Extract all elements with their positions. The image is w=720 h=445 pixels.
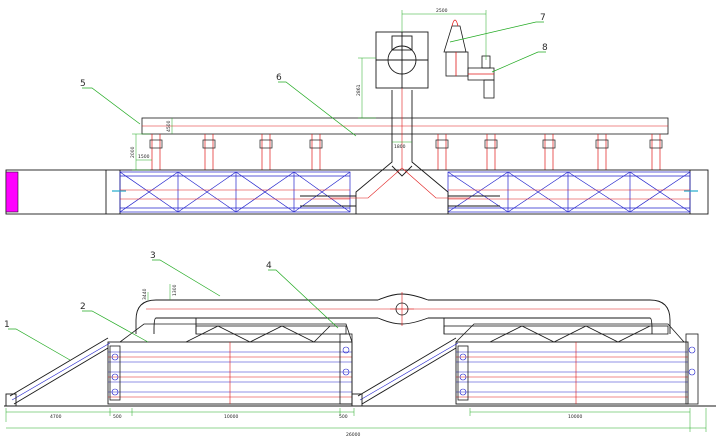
dim-column-height: 2000 bbox=[130, 146, 136, 158]
dim-dryer-length-left: 10000 bbox=[224, 414, 238, 420]
callout-leaders bbox=[8, 21, 546, 361]
dim-fan-height: 2861 bbox=[356, 84, 362, 96]
top-inlet-fabric bbox=[5, 171, 19, 213]
top-header-columns bbox=[151, 134, 661, 170]
dim-gap-mid: 500 bbox=[339, 414, 348, 420]
dim-duct-diameter: 1800 bbox=[394, 144, 406, 150]
top-column-caps bbox=[149, 139, 663, 149]
bottom-hoods bbox=[119, 323, 685, 343]
callout-7: 7 bbox=[540, 13, 546, 23]
top-riser-centreline bbox=[330, 88, 470, 199]
callout-2: 2 bbox=[80, 302, 86, 312]
dim-header-height: 4500 bbox=[166, 120, 172, 132]
callout-6: 6 bbox=[276, 73, 282, 83]
bottom-dryer-rollers bbox=[111, 346, 696, 396]
bottom-dryer-right bbox=[455, 341, 689, 405]
feed-conveyor-right bbox=[351, 337, 459, 407]
top-dryer-trusses bbox=[119, 171, 691, 213]
fan-drive-shaft bbox=[467, 55, 495, 99]
dim-feed-length: 4700 bbox=[50, 414, 62, 420]
top-dryer-body bbox=[5, 169, 709, 215]
dim-dryer-length-right: 10000 bbox=[568, 414, 582, 420]
dim-overall-length: 26000 bbox=[346, 432, 360, 438]
bottom-header-centreline bbox=[146, 292, 660, 326]
dim-bottom-header-height: 3440 bbox=[142, 288, 148, 300]
dim-fan-width: 2500 bbox=[436, 8, 448, 14]
callout-4: 4 bbox=[266, 261, 272, 271]
callout-1: 1 bbox=[4, 320, 10, 330]
top-riser-duct bbox=[300, 90, 500, 214]
feed-conveyor-left bbox=[5, 337, 111, 407]
dim-gap-left: 500 bbox=[113, 414, 122, 420]
bottom-dryer-end-frames bbox=[109, 333, 699, 405]
fan-motor bbox=[443, 19, 469, 77]
bottom-dryer-red-lines bbox=[108, 342, 688, 404]
dimension-lines bbox=[5, 10, 707, 432]
dim-column-spacing: 1500 bbox=[138, 154, 150, 160]
callout-3: 3 bbox=[150, 251, 156, 261]
top-header-duct bbox=[141, 117, 669, 135]
callout-8: 8 bbox=[542, 43, 548, 53]
dim-bottom-branch: 1300 bbox=[172, 284, 178, 296]
top-dryer-red-belts bbox=[120, 189, 690, 200]
bottom-header-junction bbox=[395, 302, 409, 316]
bottom-branch-ducts bbox=[195, 325, 669, 335]
callout-5: 5 bbox=[80, 79, 86, 89]
fan-housing bbox=[375, 31, 429, 89]
